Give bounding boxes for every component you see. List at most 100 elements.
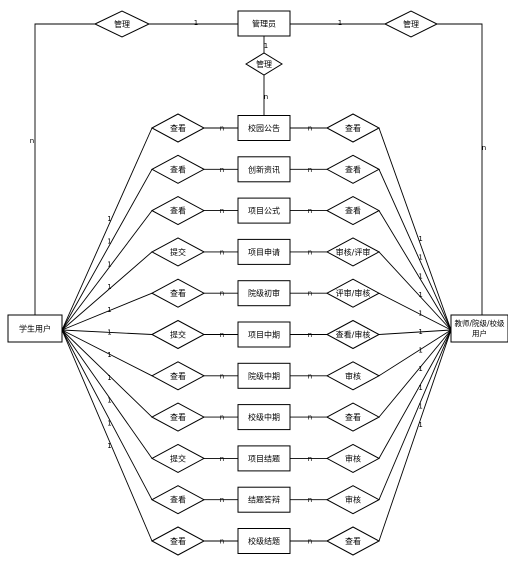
entity-row-label: 创新资讯 <box>248 164 280 174</box>
edge-teacher-row <box>378 329 452 418</box>
edge-teacher-row <box>378 329 452 335</box>
card-row-right-entity: n <box>308 207 312 215</box>
entity-row: 校园公告 <box>237 115 291 141</box>
card-row-student: 1 <box>107 419 111 427</box>
edge-teacher-row <box>378 169 452 331</box>
relation-admin-right-label: 管理 <box>403 19 419 29</box>
relation-admin-lower-label: 管理 <box>256 59 272 69</box>
card-row-right-entity: n <box>308 125 312 133</box>
edge-student-row <box>61 169 153 331</box>
relation-row-right: 查看 <box>325 113 381 143</box>
relation-row-left-label: 查看 <box>170 412 186 422</box>
relation-row-left: 查看 <box>150 485 206 515</box>
relation-row-right: 评审/审核 <box>325 278 381 308</box>
card-row-left-entity: n <box>220 455 224 463</box>
card-row-teacher: 1 <box>418 328 422 336</box>
card-row-student: 1 <box>107 306 111 314</box>
relation-row-left: 查看 <box>150 526 206 556</box>
card-row-right-entity: n <box>308 372 312 380</box>
card-row-right-entity: n <box>308 455 312 463</box>
card-row-student: 1 <box>107 442 111 450</box>
relation-row-left: 查看 <box>150 196 206 226</box>
card-row-teacher: 1 <box>418 384 422 392</box>
edge-student-row <box>61 292 153 331</box>
card-lower-entity: n <box>264 93 268 101</box>
relation-row-right-label: 审核/评审 <box>336 247 371 257</box>
card-row-student: 1 <box>107 328 111 336</box>
relation-row-right-label: 评审/审核 <box>336 288 371 298</box>
card-row-right-entity: n <box>308 496 312 504</box>
entity-row: 创新资讯 <box>237 156 291 183</box>
entity-row: 项目公式 <box>237 197 291 224</box>
card-row-left-entity: n <box>220 414 224 422</box>
entity-row-label: 项目中期 <box>248 330 280 340</box>
edge-student-admin-relation <box>34 23 95 315</box>
card-admin-left: 1 <box>194 19 198 27</box>
card-row-student: 1 <box>107 283 111 291</box>
edges-layer <box>34 23 483 542</box>
card-row-left-entity: n <box>220 125 224 133</box>
relation-row-right-label: 审核 <box>345 453 361 463</box>
card-admin-right: 1 <box>338 19 342 27</box>
entity-admin-label: 管理员 <box>252 19 276 29</box>
edge-student-row <box>61 251 153 331</box>
relation-admin-lower: 管理 <box>245 52 283 76</box>
relation-admin-right: 管理 <box>383 10 439 38</box>
card-row-teacher: 1 <box>418 347 422 355</box>
edge-teacher-row <box>378 127 452 331</box>
card-row-teacher: 1 <box>418 272 422 280</box>
relation-row-left: 查看 <box>150 278 206 308</box>
card-row-right-entity: n <box>308 538 312 546</box>
edge-student-row <box>61 329 153 377</box>
entity-row: 院级中期 <box>237 362 291 389</box>
edge-teacher-row <box>378 329 452 542</box>
entity-row-label: 院级初审 <box>248 288 280 298</box>
entity-row: 校级中期 <box>237 404 291 431</box>
card-row-right-entity: n <box>308 248 312 256</box>
relation-row-right-label: 审核 <box>345 371 361 381</box>
card-row-teacher: 1 <box>418 235 422 243</box>
edge-student-row <box>61 329 153 500</box>
card-row-left-entity: n <box>220 248 224 256</box>
relation-row-right: 审核 <box>325 485 381 515</box>
relation-row-left-label: 查看 <box>170 123 186 133</box>
card-row-teacher: 1 <box>418 365 422 373</box>
relation-row-left-label: 查看 <box>170 536 186 546</box>
entity-row: 项目申请 <box>237 238 291 265</box>
card-row-student: 1 <box>107 374 111 382</box>
relation-row-right-label: 审核 <box>345 495 361 505</box>
entity-teacher: 教师/院级/校级用户 <box>450 314 508 343</box>
relation-row-right-label: 查看 <box>345 536 361 546</box>
card-row-right-entity: n <box>308 290 312 298</box>
card-row-left-entity: n <box>220 166 224 174</box>
card-row-student: 1 <box>107 238 111 246</box>
relation-row-right-label: 查看 <box>345 123 361 133</box>
entity-row-label: 校园公告 <box>248 123 280 133</box>
edge-student-row <box>61 210 153 331</box>
card-row-left-entity: n <box>220 331 224 339</box>
entity-row: 结题答辩 <box>237 486 291 513</box>
relation-row-left-label: 提交 <box>170 330 186 340</box>
entity-row-label: 校级中期 <box>248 412 280 422</box>
card-row-teacher: 1 <box>418 291 422 299</box>
edge-student-row <box>61 329 153 542</box>
edge-student-row <box>61 329 153 459</box>
relation-row-right: 查看 <box>325 402 381 432</box>
edge-teacher-row <box>378 292 452 331</box>
entity-row: 项目结题 <box>237 445 291 472</box>
card-row-right-entity: n <box>308 414 312 422</box>
entity-row-label: 院级中期 <box>248 371 280 381</box>
card-row-student: 1 <box>107 260 111 268</box>
entity-row-label: 项目公式 <box>248 206 280 216</box>
relation-row-left: 查看 <box>150 113 206 143</box>
relation-admin-left-label: 管理 <box>114 19 130 29</box>
relation-row-left: 提交 <box>150 443 206 473</box>
relation-row-right-label: 查看 <box>345 412 361 422</box>
entity-row: 校级结题 <box>237 528 291 554</box>
relation-row-right-label: 查看 <box>345 164 361 174</box>
card-row-student: 1 <box>107 397 111 405</box>
edge-teacher-row <box>378 210 452 331</box>
relation-row-right: 审核/评审 <box>325 237 381 267</box>
